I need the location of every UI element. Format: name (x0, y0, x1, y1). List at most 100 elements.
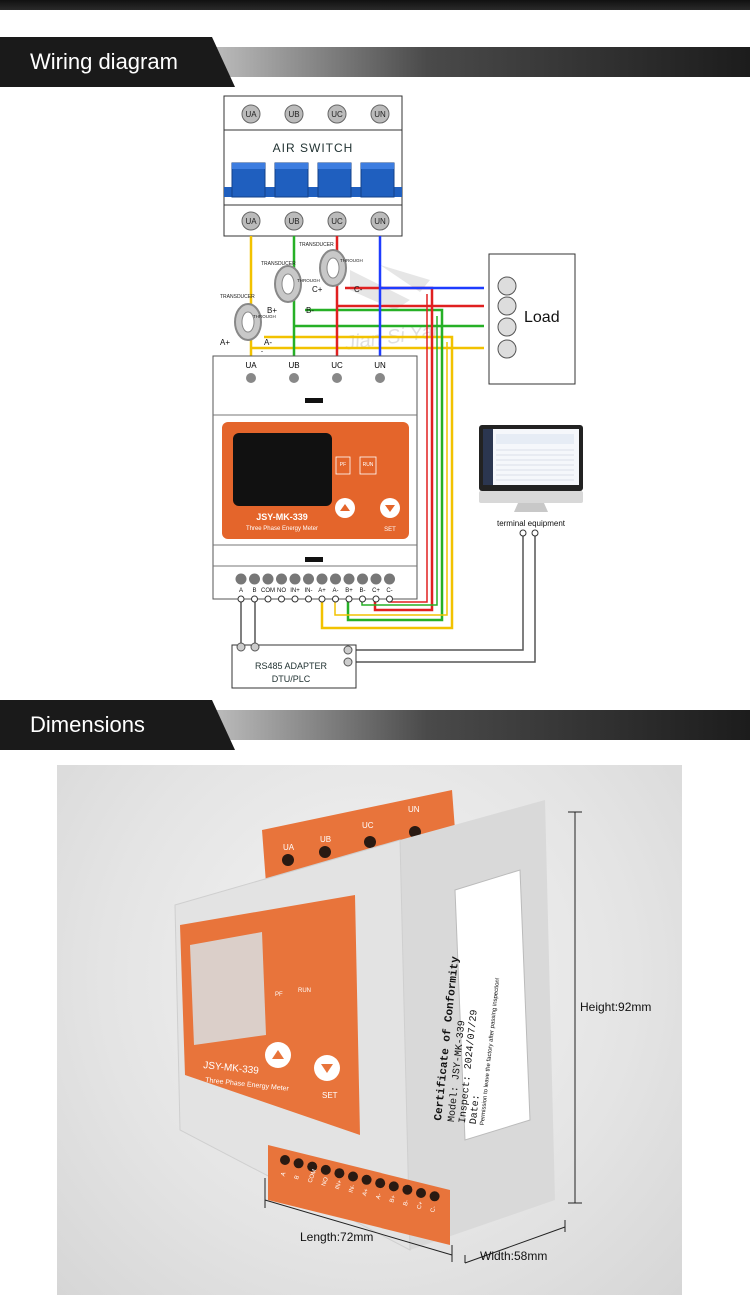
meter-un: UN (374, 361, 386, 370)
meter-subtitle: Three Phase Energy Meter (246, 526, 318, 532)
meter-terminal-label: B (252, 588, 256, 594)
meter-terminal-pin (264, 595, 272, 603)
photo-terminal-screw (334, 1168, 345, 1179)
photo-terminal-label: IN- (348, 1184, 356, 1194)
switch-top-ua: UA (245, 110, 257, 119)
terminal-equipment-label: terminal equipment (497, 519, 566, 528)
switch-top-ub: UB (288, 110, 299, 119)
photo-uc: UC (362, 821, 374, 830)
meter-terminal-label: COM (261, 588, 275, 594)
meter-terminal-label: IN+ (290, 588, 300, 594)
photo-terminal-label: B (294, 1175, 301, 1181)
photo-terminal-label: C+ (416, 1200, 424, 1210)
photo-ua: UA (283, 843, 295, 852)
transducer-b-label: TRANSDUCER (261, 261, 296, 267)
label-b-minus: B- (306, 306, 314, 315)
length-label: Length:72mm (300, 1230, 374, 1244)
photo-run: RUN (298, 988, 311, 994)
photo-un: UN (408, 805, 420, 814)
air-switch-bottom-terminals: UA UB UC UN (241, 211, 390, 231)
through-c-label: THROUGH (340, 258, 363, 263)
photo-terminal-screw (307, 1161, 318, 1172)
meter-terminal-pin (372, 595, 380, 603)
meter-terminal-label: A (239, 588, 243, 594)
transducer-a-label: TRANSDUCER (220, 294, 255, 300)
pf-label: PF (340, 462, 346, 468)
height-label: Height:92mm (580, 1000, 652, 1014)
meter-terminal-label: B- (360, 588, 366, 594)
meter-terminal-label: NO (277, 588, 286, 594)
meter-ub: UB (288, 361, 299, 370)
switch-bottom-ub: UB (288, 217, 299, 226)
terminal-equipment: terminal equipment (479, 425, 583, 537)
meter-model: JSY-MK-339 (256, 512, 308, 522)
meter-terminal-screw (370, 573, 382, 585)
meter-terminal-label: IN- (305, 588, 313, 594)
energy-meter: UA UB UC UN PF RUN SET JSY-MK-339 Three … (212, 355, 418, 600)
meter-terminal-screw (384, 573, 395, 585)
section-title-dimensions: Dimensions (30, 712, 145, 737)
dimensions-banner: Dimensions (0, 700, 750, 750)
label-c-plus: C+ (312, 285, 323, 294)
meter-terminal-screw (235, 573, 247, 585)
meter-terminal-pin (251, 595, 258, 603)
through-a-label: THROUGH (253, 314, 276, 319)
switch-top-un: UN (374, 110, 386, 119)
wires (240, 236, 536, 663)
top-bar (0, 0, 750, 10)
photo-terminal-screw (375, 1178, 386, 1189)
set-label: SET (384, 527, 396, 533)
meter-terminal-screw (289, 573, 301, 585)
meter-terminal-screw (357, 573, 368, 585)
switch-bottom-un: UN (374, 217, 386, 226)
load-label: Load (524, 309, 560, 326)
photo-terminal-label: C- (430, 1206, 438, 1214)
air-switch-label: AIR SWITCH (273, 141, 354, 155)
meter-terminal-pin (237, 595, 245, 603)
photo-ub: UB (320, 835, 331, 844)
section-title-wiring: Wiring diagram (30, 49, 178, 74)
certificate-label (454, 869, 531, 1141)
transducer-c-label: TRANSDUCER (299, 242, 334, 248)
photo-terminal-screw (429, 1191, 440, 1202)
photo-terminal-screw (402, 1184, 413, 1195)
switch-bottom-uc: UC (331, 217, 343, 226)
meter-terminal-screw (316, 573, 328, 585)
load-box: Load (488, 253, 576, 385)
photo-terminal-label: A (280, 1171, 287, 1177)
switch-top-uc: UC (331, 110, 343, 119)
wiring-diagram-banner: Wiring diagram (0, 37, 750, 87)
product-illustration: UA UB UC UN JSY-MK-339 Three Phase Energ… (174, 790, 582, 1264)
meter-terminal-pin (278, 595, 285, 603)
adapter-line1: RS485 ADAPTER (255, 661, 328, 671)
photo-set: SET (322, 1091, 338, 1100)
meter-terminal-screw (330, 573, 341, 585)
dimension-lines (264, 811, 582, 1264)
meter-ua: UA (245, 361, 257, 370)
meter-terminal-screw (276, 573, 287, 585)
meter-terminal-pin (386, 595, 393, 603)
photo-terminal-label: COM (308, 1169, 318, 1184)
photo-terminal-label: IN+ (335, 1179, 344, 1190)
label-c-minus: C- (354, 285, 363, 294)
photo-terminal-screw (361, 1174, 372, 1185)
meter-terminal-label: A+ (318, 588, 326, 594)
wiring-diagram: Jian Si Yan AIR SWITCH UA UB UC UN UA UB… (212, 95, 583, 689)
meter-terminal-pin (332, 595, 339, 603)
meter-terminal-label: C- (386, 588, 392, 594)
adapter-line2: DTU/PLC (272, 674, 311, 684)
photo-terminal-label: B+ (389, 1194, 397, 1204)
meter-terminal-screw (249, 573, 260, 585)
photo-terminal-screw (280, 1155, 290, 1165)
air-switch-top-terminals: UA UB UC UN (241, 104, 390, 124)
photo-terminal-label: A+ (362, 1187, 370, 1197)
meter-terminal-pin (345, 595, 353, 603)
meter-terminal-label: A- (333, 588, 339, 594)
meter-uc: UC (331, 361, 343, 370)
photo-terminal-label: A- (376, 1193, 384, 1201)
meter-screen (233, 433, 332, 506)
meter-terminal-screw (303, 573, 314, 585)
photo-terminal-screw (348, 1171, 358, 1182)
